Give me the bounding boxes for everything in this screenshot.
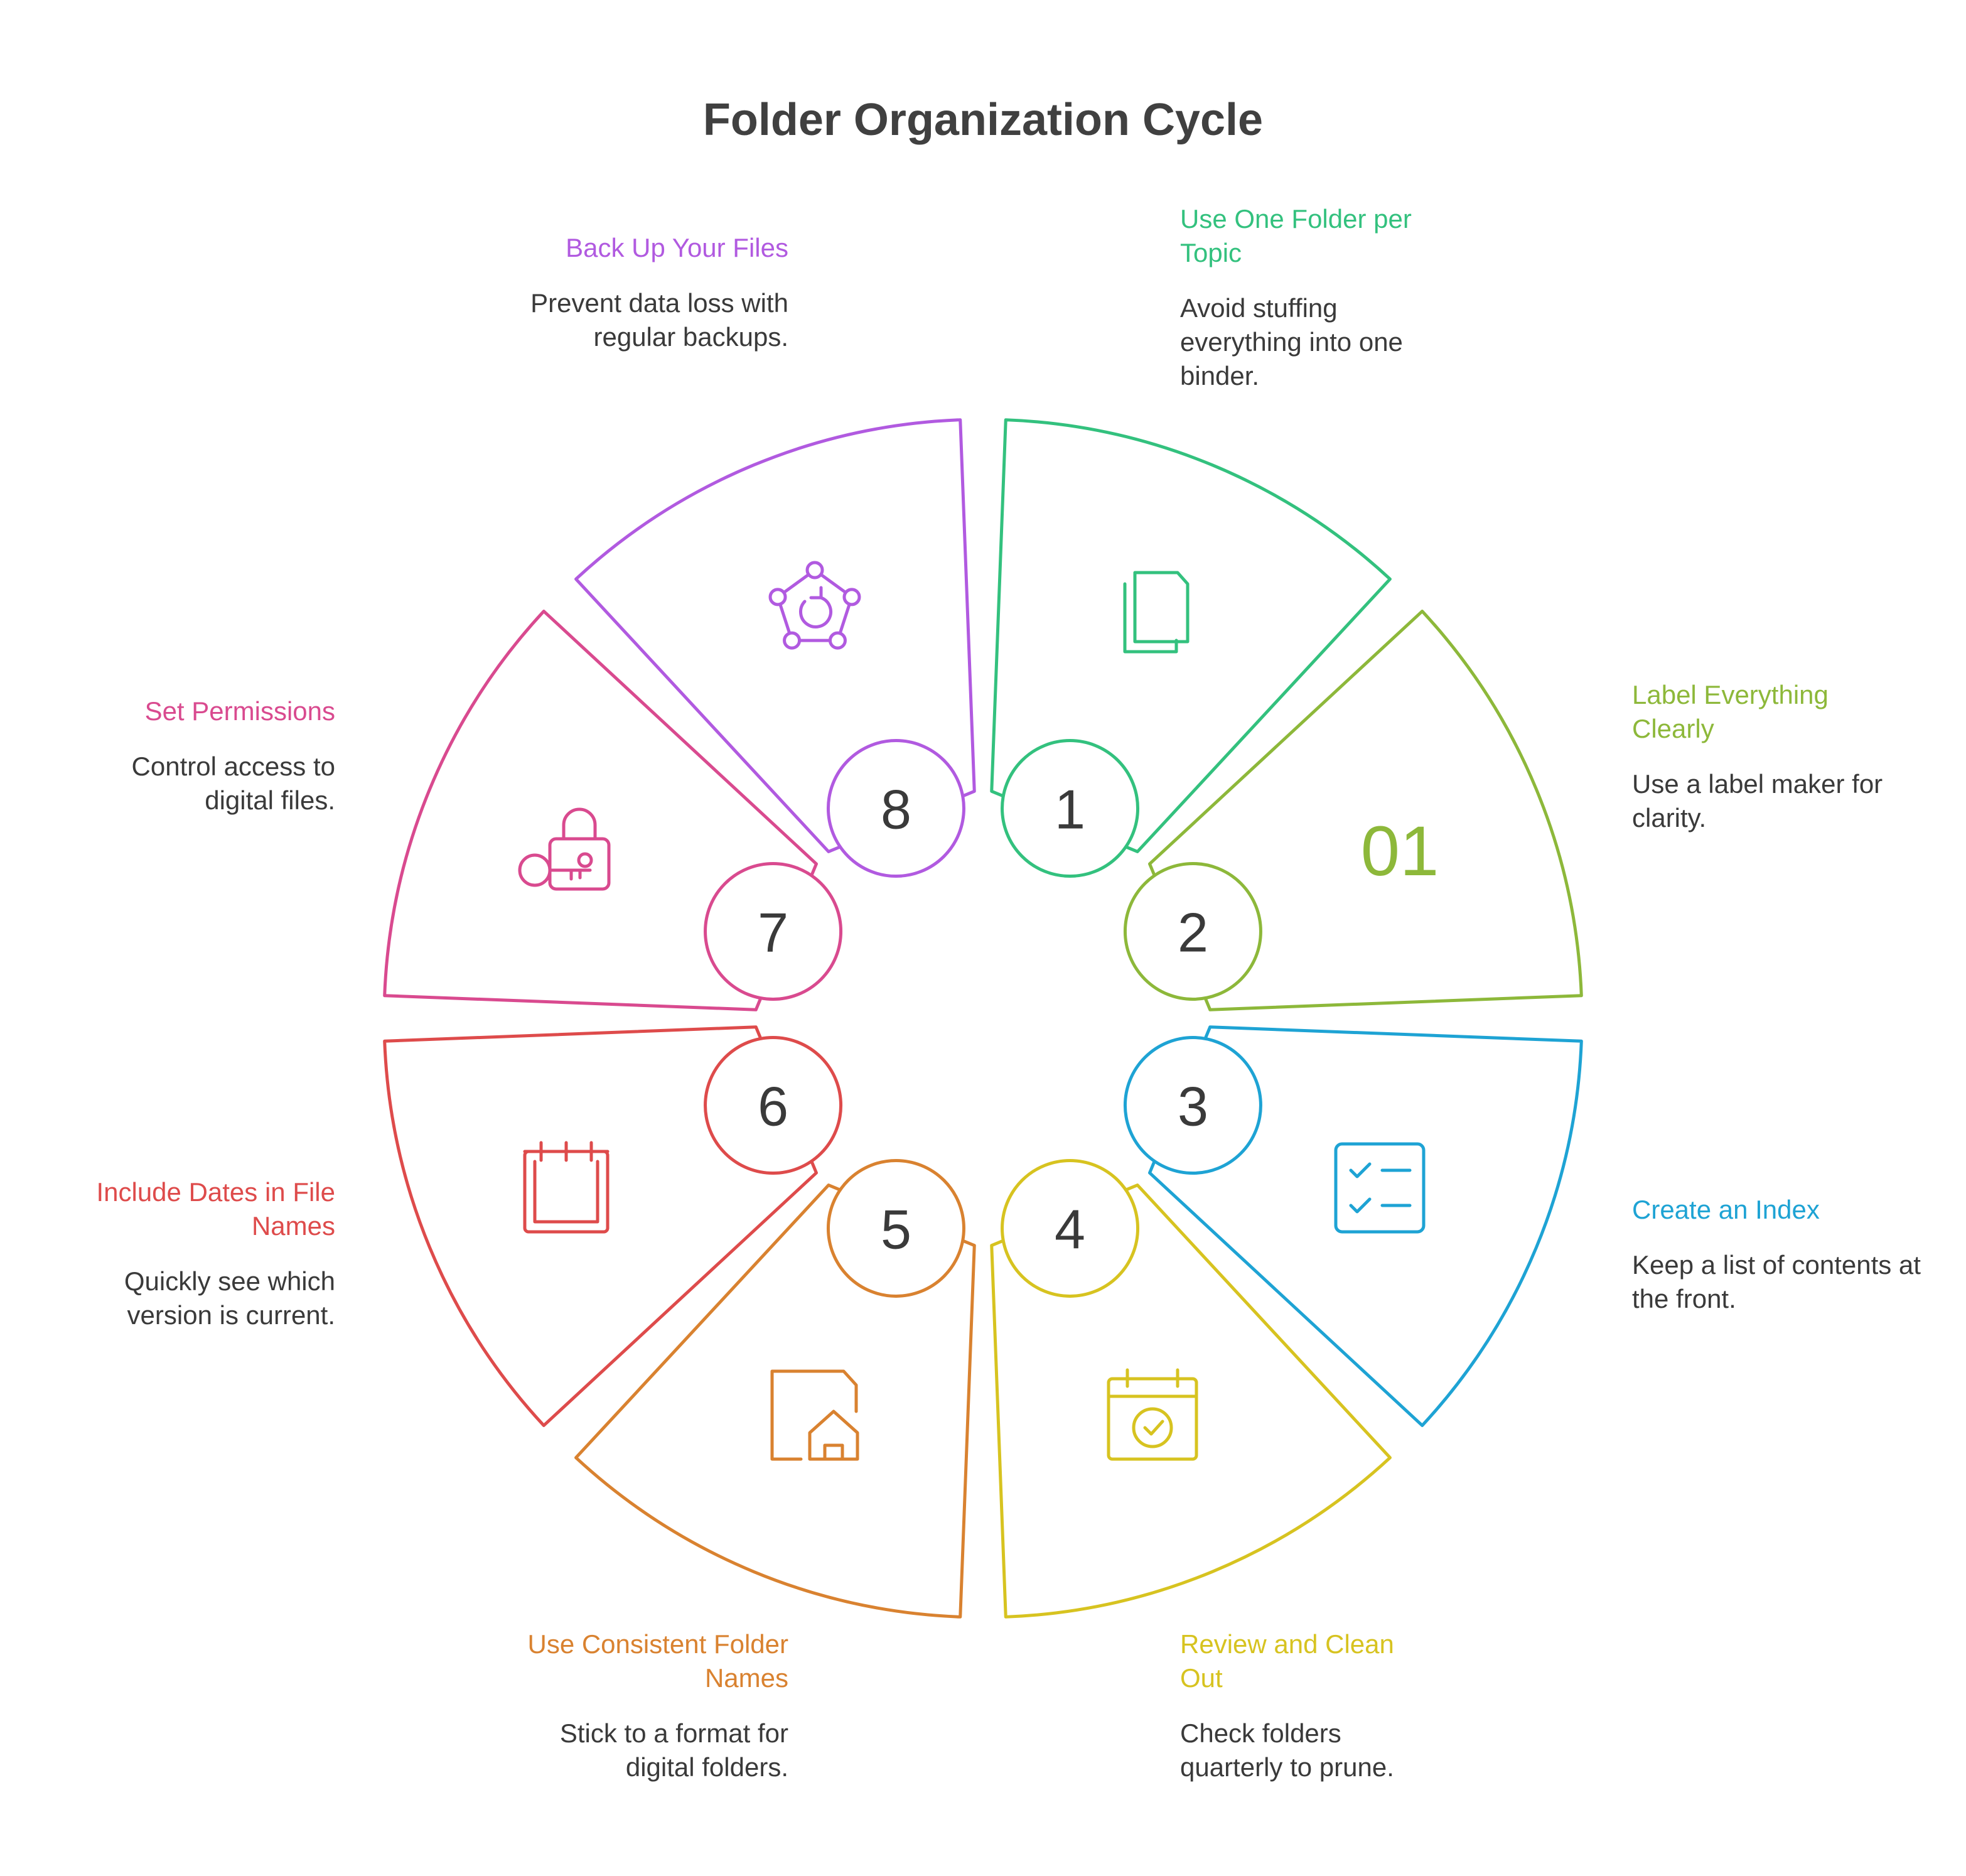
segment-4: 4 bbox=[990, 1158, 1392, 1619]
segment-3: 3 bbox=[1123, 1025, 1583, 1427]
step-4-label: Review and Clean Out Check folders quart… bbox=[1180, 1627, 1444, 1784]
step-number-circle-7 bbox=[704, 861, 843, 1001]
step-number-circle-5 bbox=[826, 1158, 965, 1298]
step-number-5: 5 bbox=[881, 1198, 911, 1260]
segment-5: 5 bbox=[574, 1158, 976, 1619]
step-number-circle-6 bbox=[704, 1036, 843, 1175]
step-8-label: Back Up Your Files Prevent data loss wit… bbox=[512, 231, 788, 354]
segment-8: 8 bbox=[574, 418, 976, 878]
segment-outline-5 bbox=[574, 1183, 976, 1619]
backup-cycle-icon bbox=[768, 561, 861, 650]
checklist-icon bbox=[1334, 1142, 1426, 1234]
step-4-heading: Review and Clean Out bbox=[1180, 1629, 1394, 1693]
segment-1: 1 bbox=[990, 418, 1392, 878]
step-6-heading: Include Dates in File Names bbox=[96, 1177, 335, 1241]
step-number-circle-4 bbox=[1001, 1158, 1140, 1298]
step-5-label: Use Consistent Folder Names Stick to a f… bbox=[512, 1627, 788, 1784]
step-1-description: Avoid stuffing everything into one binde… bbox=[1180, 293, 1403, 391]
step-number-1: 1 bbox=[1055, 779, 1085, 841]
step-1-heading: Use One Folder per Topic bbox=[1180, 204, 1412, 267]
calendar-icon bbox=[523, 1141, 610, 1234]
segment-outline-2 bbox=[1148, 610, 1583, 1011]
step-number-4: 4 bbox=[1055, 1198, 1085, 1260]
step-number-circle-8 bbox=[826, 739, 965, 878]
step-3-label: Create an Index Keep a list of contents … bbox=[1632, 1193, 1927, 1316]
step-number-8: 8 bbox=[881, 779, 911, 841]
step-2-label: Label Everything Clearly Use a label mak… bbox=[1632, 678, 1883, 835]
segment-2: 2 01 bbox=[1123, 610, 1583, 1011]
step-number-7: 7 bbox=[758, 901, 788, 963]
step-7-label: Set Permissions Control access to digita… bbox=[59, 694, 335, 817]
step-number-circle-1 bbox=[1001, 739, 1140, 878]
step-6-label: Include Dates in File Names Quickly see … bbox=[59, 1175, 335, 1332]
step-7-heading: Set Permissions bbox=[144, 696, 335, 726]
step-2-description: Use a label maker for clarity. bbox=[1632, 769, 1883, 833]
step-number-2: 2 bbox=[1178, 901, 1208, 963]
step-number-circle-3 bbox=[1123, 1036, 1262, 1175]
step-6-description: Quickly see which version is current. bbox=[124, 1266, 335, 1330]
step-5-heading: Use Consistent Folder Names bbox=[527, 1629, 788, 1693]
segment-outline-3 bbox=[1148, 1025, 1583, 1427]
lock-key-icon bbox=[518, 807, 611, 891]
segment-outline-8 bbox=[574, 418, 976, 853]
segment-6: 6 bbox=[383, 1025, 843, 1427]
icon-01-text: 01 bbox=[1361, 812, 1439, 890]
step-8-heading: Back Up Your Files bbox=[566, 233, 788, 262]
segment-outline-6 bbox=[383, 1025, 818, 1427]
step-number-3: 3 bbox=[1178, 1075, 1208, 1138]
copy-documents-icon bbox=[1123, 571, 1190, 654]
segment-outline-4 bbox=[990, 1183, 1392, 1619]
step-3-description: Keep a list of contents at the front. bbox=[1632, 1250, 1921, 1313]
segment-outline-7 bbox=[383, 610, 818, 1011]
segment-7: 7 bbox=[383, 610, 843, 1011]
calendar-check-icon bbox=[1107, 1368, 1198, 1461]
step-1-label: Use One Folder per Topic Avoid stuffing … bbox=[1180, 202, 1456, 393]
segment-outline-1 bbox=[990, 418, 1392, 853]
file-home-icon bbox=[770, 1369, 859, 1461]
page-title: Folder Organization Cycle bbox=[702, 95, 1264, 145]
step-number-6: 6 bbox=[758, 1075, 788, 1138]
step-8-description: Prevent data loss with regular backups. bbox=[530, 288, 788, 352]
step-5-description: Stick to a format for digital folders. bbox=[559, 1718, 788, 1782]
step-number-circle-2 bbox=[1123, 861, 1262, 1001]
numbers-01-icon: 01 bbox=[1361, 812, 1439, 890]
step-4-description: Check folders quarterly to prune. bbox=[1180, 1718, 1394, 1782]
step-3-heading: Create an Index bbox=[1632, 1195, 1820, 1224]
step-7-description: Control access to digital files. bbox=[131, 752, 335, 815]
step-2-heading: Label Everything Clearly bbox=[1632, 680, 1829, 743]
